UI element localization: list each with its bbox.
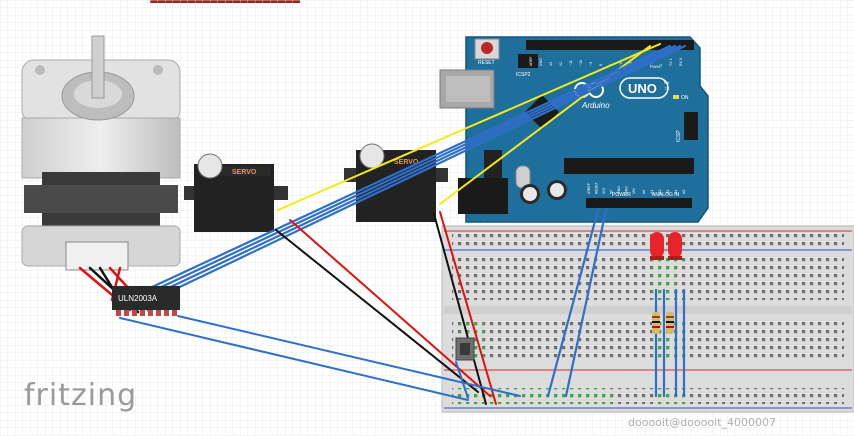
servo-motor-1[interactable]: SERVO <box>184 153 288 232</box>
digital-pin-label-4: ~11 <box>569 60 573 66</box>
power-pin-label-5: GND <box>625 186 629 194</box>
digital-pin-label-15: RX 0 <box>679 58 683 66</box>
wires <box>78 43 687 405</box>
digital-pin-label-2: 13 <box>549 62 553 66</box>
analog-pin-labels: A0 A1 A2 A3 A4 A5 <box>642 190 686 194</box>
power-pin-label-2: 3V3 <box>602 188 606 194</box>
push-button[interactable] <box>455 337 475 361</box>
power-pin-label-6: VIN <box>632 188 636 194</box>
digital-pin-label-9: ~6 <box>619 62 623 66</box>
driver-chip-label: ULN2003A <box>118 294 158 303</box>
reset-button[interactable] <box>481 42 493 54</box>
icsp2-label: ICSP2 <box>516 72 531 78</box>
breadboard[interactable] <box>441 225 854 413</box>
resistor-1 <box>652 312 660 334</box>
stepper-motor[interactable] <box>21 35 181 271</box>
digital-pin-label-13: 2 <box>659 64 663 66</box>
rx-label: RX <box>664 80 670 85</box>
uno-wordmark: UNO <box>628 81 657 96</box>
resistor-2 <box>666 312 674 334</box>
uln2003a-driver-chip[interactable]: ULN2003A <box>112 286 180 316</box>
servo-1-label: SERVO <box>232 169 257 176</box>
analog-pin-label-2: A2 <box>658 190 662 194</box>
servo-2-label: SERVO <box>394 159 419 166</box>
red-led-2 <box>668 232 682 260</box>
digital-pin-label-14: TX 1 <box>669 58 673 66</box>
power-pin-label-0: IOREF <box>587 182 591 194</box>
analog-in-label: ANALOG IN <box>652 192 680 198</box>
analog-pin-label-3: A3 <box>666 190 670 194</box>
analog-pin-label-1: A1 <box>650 190 654 194</box>
analog-pin-label-4: A4 <box>674 190 678 194</box>
watermark: dooooit@dooooit_4000007 <box>628 416 777 429</box>
digital-pin-label-0: AREF <box>529 56 533 66</box>
power-label: POWER <box>612 192 631 198</box>
analog-pin-label-5: A5 <box>682 190 686 194</box>
digital-pin-label-12: ~3 <box>649 62 653 66</box>
power-pin-label-4: GND <box>617 186 621 194</box>
power-pin-label-3: 5V <box>610 189 614 194</box>
icsp-label: ICSP <box>676 130 682 142</box>
reset-label: RESET <box>478 60 495 66</box>
digital-pin-label-6: ~9 <box>589 62 593 66</box>
digital-pin-label-1: GND <box>539 58 543 66</box>
analog-pin-label-0: A0 <box>642 190 646 194</box>
digital-pin-label-3: 12 <box>559 62 563 66</box>
arduino-wordmark: Arduino <box>581 101 610 110</box>
pwm-label: PWM~ <box>650 64 663 69</box>
digital-pin-label-5: ~10 <box>579 60 583 66</box>
on-led-label: ON <box>681 95 689 101</box>
fritzing-brand: fritzing <box>24 378 138 413</box>
red-led-1 <box>650 232 664 260</box>
digital-pin-label-7: 8 <box>599 64 603 66</box>
arduino-uno-board[interactable]: RESET ICSP2 Arduino UNO ON ICSP POWER AN… <box>439 36 709 223</box>
tx-label: TX <box>664 86 669 91</box>
power-pin-label-1: RESET <box>595 181 599 194</box>
